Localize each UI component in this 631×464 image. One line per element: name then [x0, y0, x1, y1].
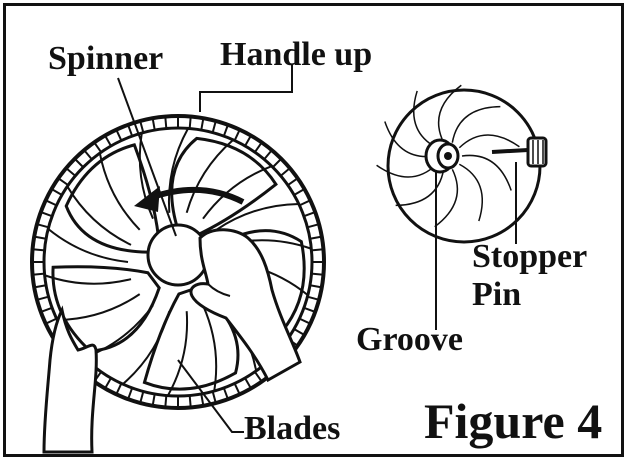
- stopper-label: Stopper: [472, 238, 588, 275]
- motor-shaft-icon: [424, 138, 460, 174]
- stopper-pin-icon: [491, 136, 548, 168]
- figure-caption: Figure 4: [424, 393, 603, 449]
- handle-up-label: Handle up: [220, 36, 373, 73]
- pin-label: Pin: [472, 276, 522, 313]
- hand-icon: [42, 305, 98, 454]
- fan-guard-icon: [30, 114, 326, 454]
- spinner-hub-icon: [146, 223, 210, 287]
- hand-icon: [189, 228, 302, 383]
- blades-label: Blades: [244, 410, 341, 447]
- spinner-label: Spinner: [48, 40, 164, 77]
- groove-label: Groove: [356, 321, 464, 358]
- rear-guard-icon: [376, 84, 548, 244]
